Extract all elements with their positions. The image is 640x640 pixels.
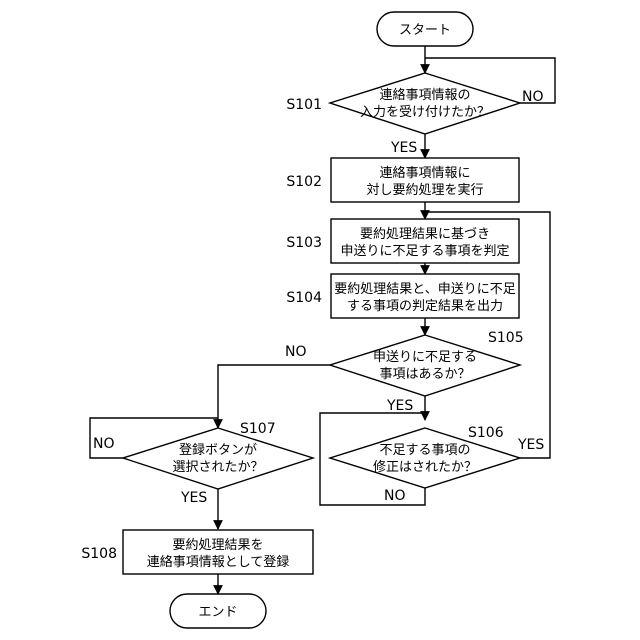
start-text: スタート <box>399 23 451 38</box>
s101-label: S101 <box>286 97 322 113</box>
s101-no-label: NO <box>522 89 544 105</box>
s107-label: S107 <box>240 421 276 437</box>
s107-decision <box>123 428 313 489</box>
s103-text-line2: 申送りに不足する事項を判定 <box>340 244 509 259</box>
s102-text-line1: 連絡事項情報に <box>379 165 470 181</box>
s102-label: S102 <box>286 174 322 190</box>
s107-text-line2: 選択されたか？ <box>172 460 263 475</box>
s105-no-label: NO <box>285 344 307 360</box>
s106-yes-label: YES <box>517 437 544 453</box>
end-text: エンド <box>198 605 237 620</box>
s102-text-line2: 対し要約処理を実行 <box>366 182 483 198</box>
s105-text-line1: 申送りに不足する <box>373 350 477 365</box>
s104-label: S104 <box>286 290 322 306</box>
s105-text-line2: 事項はあるか？ <box>379 367 470 382</box>
s107-no-label: NO <box>93 436 115 452</box>
connector-s105-s107 <box>218 365 330 428</box>
s108-label: S108 <box>81 546 117 562</box>
s104-text-line1: 要約処理結果と、申送りに不足 <box>334 282 515 297</box>
s105-label: S105 <box>488 330 524 346</box>
s107-yes-label: YES <box>180 490 207 506</box>
s106-no-label: NO <box>384 488 406 504</box>
s106-text-line2: 修正はされたか？ <box>373 460 477 475</box>
s104-text-line2: する事項の判定結果を出力 <box>347 299 503 314</box>
s101-text-line1: 連絡事項情報の <box>379 87 470 103</box>
s108-text-line1: 要約処理結果を <box>172 538 263 553</box>
s101-text-line2: 入力を受け付けたか？ <box>360 105 490 120</box>
s103-text-line1: 要約処理結果に基づき <box>360 227 490 242</box>
s103-label: S103 <box>286 235 322 251</box>
s107-text-line1: 登録ボタンが <box>179 443 257 458</box>
s101-decision <box>330 73 520 134</box>
s108-text-line2: 連絡事項情報として登録 <box>147 554 290 570</box>
s106-label: S106 <box>468 425 504 441</box>
s106-text-line1: 不足する事項の <box>379 443 470 458</box>
s101-yes-label: YES <box>390 140 417 156</box>
s105-yes-label: YES <box>386 398 413 414</box>
